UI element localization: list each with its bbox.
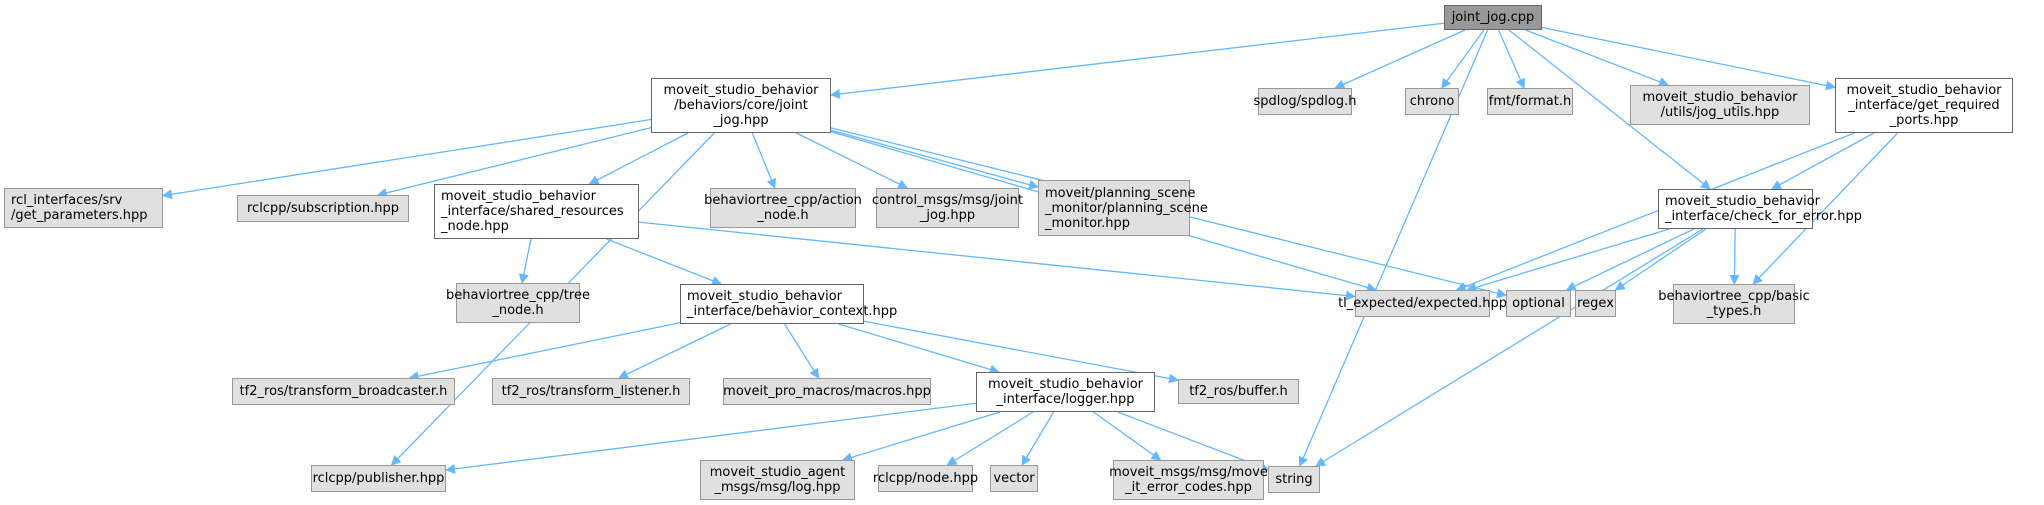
node-macros[interactable]: moveit_pro_macros/macros.hpp <box>723 378 931 405</box>
node-fmt[interactable]: fmt/format.h <box>1487 88 1573 115</box>
edge-joint_jog_hpp-to-planning_scene_monitor <box>830 129 1039 190</box>
edge-root-to-check_for_error <box>1508 29 1711 190</box>
edge-root-to-spdlog <box>1334 29 1466 89</box>
edge-shared_resources_node-to-tl_expected <box>638 221 1356 301</box>
edge-root-to-chrono <box>1441 29 1485 89</box>
edge-check_for_error-to-regex <box>1614 228 1707 291</box>
edge-behavior_context-to-macros <box>784 323 820 379</box>
edge-logger-to-rclcpp_publisher <box>445 402 977 474</box>
node-joint-jog-hpp[interactable]: moveit_studio_behavior /behaviors/core/j… <box>651 78 831 133</box>
node-rclcpp-subscription[interactable]: rclcpp/subscription.hpp <box>237 195 409 222</box>
node-logger[interactable]: moveit_studio_behavior _interface/logger… <box>976 372 1155 412</box>
node-root-joint-jog-cpp[interactable]: joint_jog.cpp <box>1444 5 1542 30</box>
node-bt-basic-types[interactable]: behaviortree_cpp/basic _types.h <box>1658 284 1810 324</box>
edge-get_required_ports-to-check_for_error <box>1771 132 1875 190</box>
node-vector[interactable]: vector <box>990 465 1038 492</box>
edge-logger-to-agent_log <box>841 411 1001 463</box>
edge-joint_jog_hpp-to-rclcpp_subscription <box>376 127 652 198</box>
node-shared-resources-node[interactable]: moveit_studio_behavior _interface/shared… <box>434 184 639 239</box>
edge-root-to-joint_jog_hpp <box>830 22 1445 99</box>
node-tf2-listener[interactable]: tf2_ros/transform_listener.h <box>492 378 690 405</box>
edge-root-to-fmt <box>1497 29 1525 89</box>
node-tl-expected[interactable]: tl_expected/expected.hpp <box>1338 290 1507 317</box>
edge-logger-to-rclcpp_node <box>946 411 1034 466</box>
node-bt-tree-node[interactable]: behaviortree_cpp/tree _node.h <box>446 283 590 323</box>
node-tf2-buffer[interactable]: tf2_ros/buffer.h <box>1178 379 1299 404</box>
edge-logger-to-move_it_error_codes <box>1093 411 1162 461</box>
edge-logger-to-string <box>1117 411 1269 471</box>
node-tf2-broadcaster[interactable]: tf2_ros/transform_broadcaster.h <box>232 378 455 405</box>
node-planning-scene-monitor[interactable]: moveit/planning_scene _monitor/planning_… <box>1038 180 1208 236</box>
edge-check_for_error-to-optional <box>1565 228 1695 291</box>
node-regex[interactable]: regex <box>1575 290 1616 317</box>
edge-shared_resources_node-to-bt_tree_node <box>518 238 532 284</box>
edge-check_for_error-to-string <box>1315 228 1704 467</box>
edge-joint_jog_hpp-to-rcl_get_parameters <box>162 118 652 200</box>
edge-logger-to-vector <box>1021 411 1055 466</box>
node-bt-action-node[interactable]: behaviortree_cpp/action _node.h <box>704 188 862 228</box>
edge-root-to-jog_utils <box>1525 29 1670 87</box>
node-agent-log[interactable]: moveit_studio_agent _msgs/msg/log.hpp <box>700 460 855 500</box>
node-get-required-ports[interactable]: moveit_studio_behavior _interface/get_re… <box>1835 78 2013 133</box>
node-rcl-get-parameters[interactable]: rcl_interfaces/srv /get_parameters.hpp <box>4 188 163 228</box>
edge-behavior_context-to-tf2_buffer <box>863 320 1179 384</box>
edge-get_required_ports-to-tl_expected <box>1455 132 1855 292</box>
node-chrono[interactable]: chrono <box>1405 88 1459 115</box>
edge-behavior_context-to-tf2_broadcaster <box>408 322 681 382</box>
edge-shared_resources_node-to-behavior_context <box>606 238 723 286</box>
edge-check_for_error-to-bt_basic_types <box>1729 228 1740 285</box>
node-check-for-error[interactable]: moveit_studio_behavior _interface/check_… <box>1658 189 1862 229</box>
edge-root-to-get_required_ports <box>1541 26 1836 91</box>
edge-behavior_context-to-tf2_listener <box>618 323 731 379</box>
node-control-msgs-joint-jog[interactable]: control_msgs/msg/joint _jog.hpp <box>872 188 1023 228</box>
node-optional[interactable]: optional <box>1506 290 1571 317</box>
node-jog-utils[interactable]: moveit_studio_behavior /utils/jog_utils.… <box>1630 85 1810 125</box>
edge-get_required_ports-to-bt_basic_types <box>1752 132 1899 285</box>
node-move-it-error-codes[interactable]: moveit_msgs/msg/move _it_error_codes.hpp <box>1109 460 1268 500</box>
node-behavior-context[interactable]: moveit_studio_behavior _interface/behavi… <box>680 284 897 324</box>
edge-behavior_context-to-logger <box>838 323 1000 375</box>
node-string[interactable]: string <box>1268 466 1320 493</box>
edge-joint_jog_hpp-to-control_msgs_joint_jog <box>796 132 909 189</box>
node-rclcpp-publisher[interactable]: rclcpp/publisher.hpp <box>311 465 446 492</box>
edge-joint_jog_hpp-to-shared_resources_node <box>588 132 689 185</box>
edge-check_for_error-to-tl_expected <box>1466 228 1670 293</box>
edge-joint_jog_hpp-to-bt_action_node <box>751 132 777 189</box>
node-rclcpp-node[interactable]: rclcpp/node.hpp <box>873 465 978 492</box>
node-spdlog[interactable]: spdlog/spdlog.h <box>1254 88 1356 115</box>
